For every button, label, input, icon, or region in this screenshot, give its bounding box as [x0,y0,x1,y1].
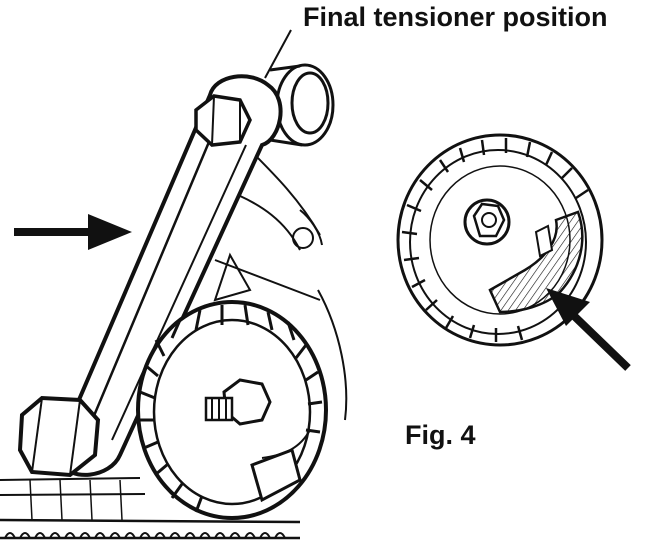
upper-hex-nut [194,94,252,147]
title-leader-line [264,29,292,79]
lower-hex-nut [17,395,101,478]
direction-arrow-detail [546,288,631,371]
timing-belt [0,477,301,540]
pulley-center-nut [204,378,272,426]
figure-label: Fig. 4 [405,420,476,450]
title-label: Final tensioner position [303,2,608,32]
direction-arrow-left [14,214,132,250]
engine-background [213,149,348,421]
